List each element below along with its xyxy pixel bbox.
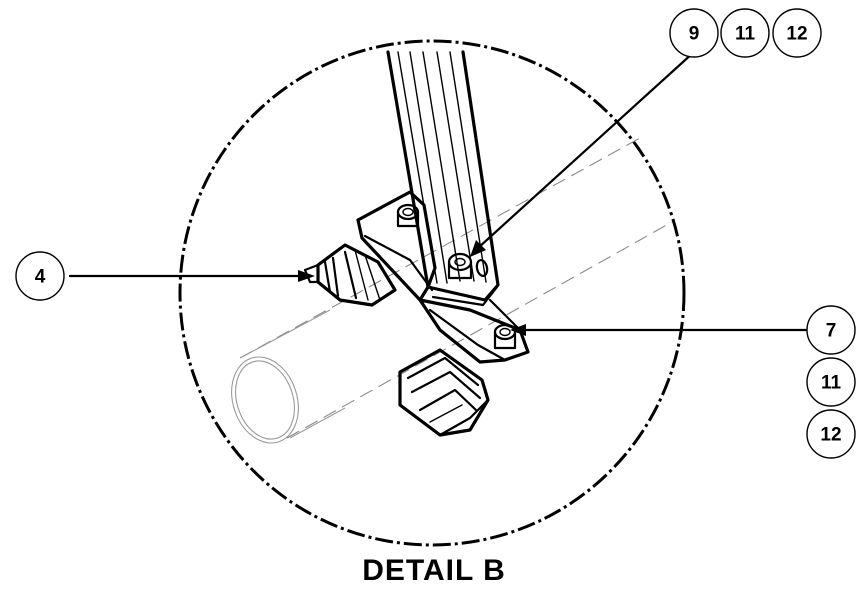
balloon-7-label: 7: [826, 321, 837, 342]
leaders: [68, 50, 810, 336]
balloon-9: 9: [669, 8, 719, 58]
arrowhead-9: [470, 240, 486, 257]
lower-clamp: [398, 348, 490, 437]
detail-boundary-circle: [178, 39, 686, 547]
balloon-9-label: 9: [689, 24, 700, 45]
balloon-11-upper: 11: [720, 8, 770, 58]
strut-rail: [386, 50, 500, 307]
balloon-12-lower: 12: [806, 409, 856, 459]
lower-bolt: [493, 323, 517, 350]
left-clamp: [303, 243, 397, 307]
balloon-4: 4: [15, 251, 65, 301]
clamp-bracket: [356, 190, 530, 364]
balloon-11-lower-label: 11: [821, 373, 842, 394]
balloon-12-upper: 12: [772, 8, 822, 58]
balloon-7: 7: [806, 305, 856, 355]
strut-bolt: [447, 252, 473, 280]
balloon-11-lower: 11: [806, 357, 856, 407]
balloon-12-lower-label: 12: [820, 425, 841, 446]
balloon-4-label: 4: [35, 267, 46, 288]
balloon-11-upper-label: 11: [735, 24, 756, 45]
detail-title: DETAIL B: [362, 554, 506, 587]
upper-bolt: [396, 203, 420, 228]
balloon-12-upper-label: 12: [786, 24, 807, 45]
pipe-phantom: [231, 137, 673, 444]
arrowhead-7: [510, 324, 526, 336]
arrowhead-4: [298, 270, 315, 282]
